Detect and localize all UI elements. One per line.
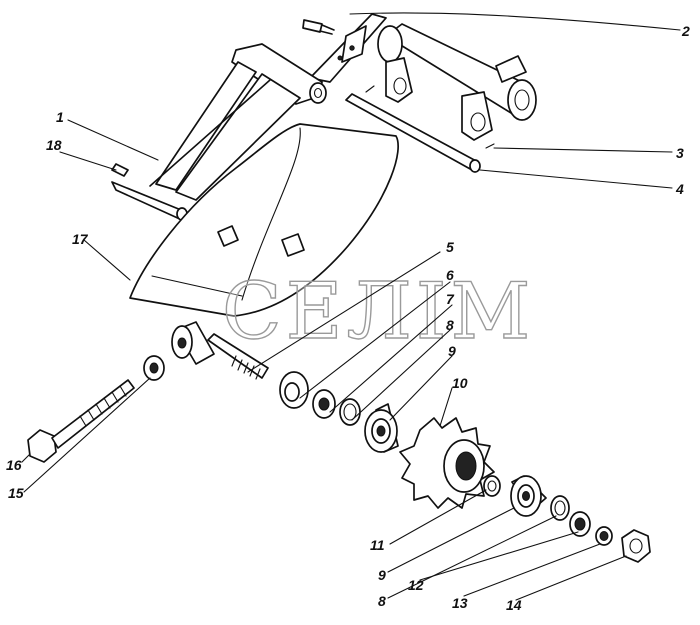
part-15-washer — [143, 355, 165, 381]
part-16-bolt — [27, 379, 135, 463]
label-4: 4 — [675, 181, 684, 197]
label-15: 15 — [8, 485, 24, 501]
label-9b: 9 — [378, 567, 386, 583]
part-13-washer — [595, 526, 613, 546]
part-9-bearing — [364, 403, 399, 453]
label-8: 8 — [446, 317, 454, 333]
part-12-washer — [569, 511, 591, 537]
part-1-lever — [111, 43, 327, 221]
callout-labels: 1 2 3 4 5 6 7 8 9 10 11 9 8 12 13 14 15 … — [6, 23, 690, 613]
label-7: 7 — [446, 291, 455, 307]
part-10-sprocket — [399, 417, 495, 509]
part-9b-bearing — [510, 475, 547, 517]
part-8-ring — [339, 398, 361, 426]
watermark-text: СЕЛІМ — [222, 267, 534, 357]
label-14: 14 — [506, 597, 522, 613]
label-18: 18 — [46, 137, 62, 153]
tube-housing — [377, 23, 537, 141]
label-10: 10 — [452, 375, 468, 391]
label-13: 13 — [452, 595, 468, 611]
part-5-shaft — [171, 321, 269, 380]
part-6-bushing — [279, 371, 309, 409]
part-8b-ring — [550, 495, 570, 521]
label-5: 5 — [446, 239, 454, 255]
part-4-axle — [345, 85, 495, 173]
part-17-shield — [129, 123, 399, 317]
part-7-washer — [312, 389, 336, 419]
label-17: 17 — [72, 231, 89, 247]
part-14-nut — [621, 529, 651, 563]
label-12: 12 — [408, 577, 424, 593]
label-8b: 8 — [378, 593, 386, 609]
label-11: 11 — [370, 537, 385, 553]
label-6: 6 — [446, 267, 454, 283]
part-11-ring — [483, 475, 501, 497]
label-9: 9 — [448, 343, 456, 359]
label-16: 16 — [6, 457, 22, 473]
label-2: 2 — [681, 23, 690, 39]
leader-lines — [21, 12, 681, 601]
label-3: 3 — [676, 145, 684, 161]
part-2-bracket — [302, 13, 387, 83]
label-1: 1 — [56, 109, 64, 125]
